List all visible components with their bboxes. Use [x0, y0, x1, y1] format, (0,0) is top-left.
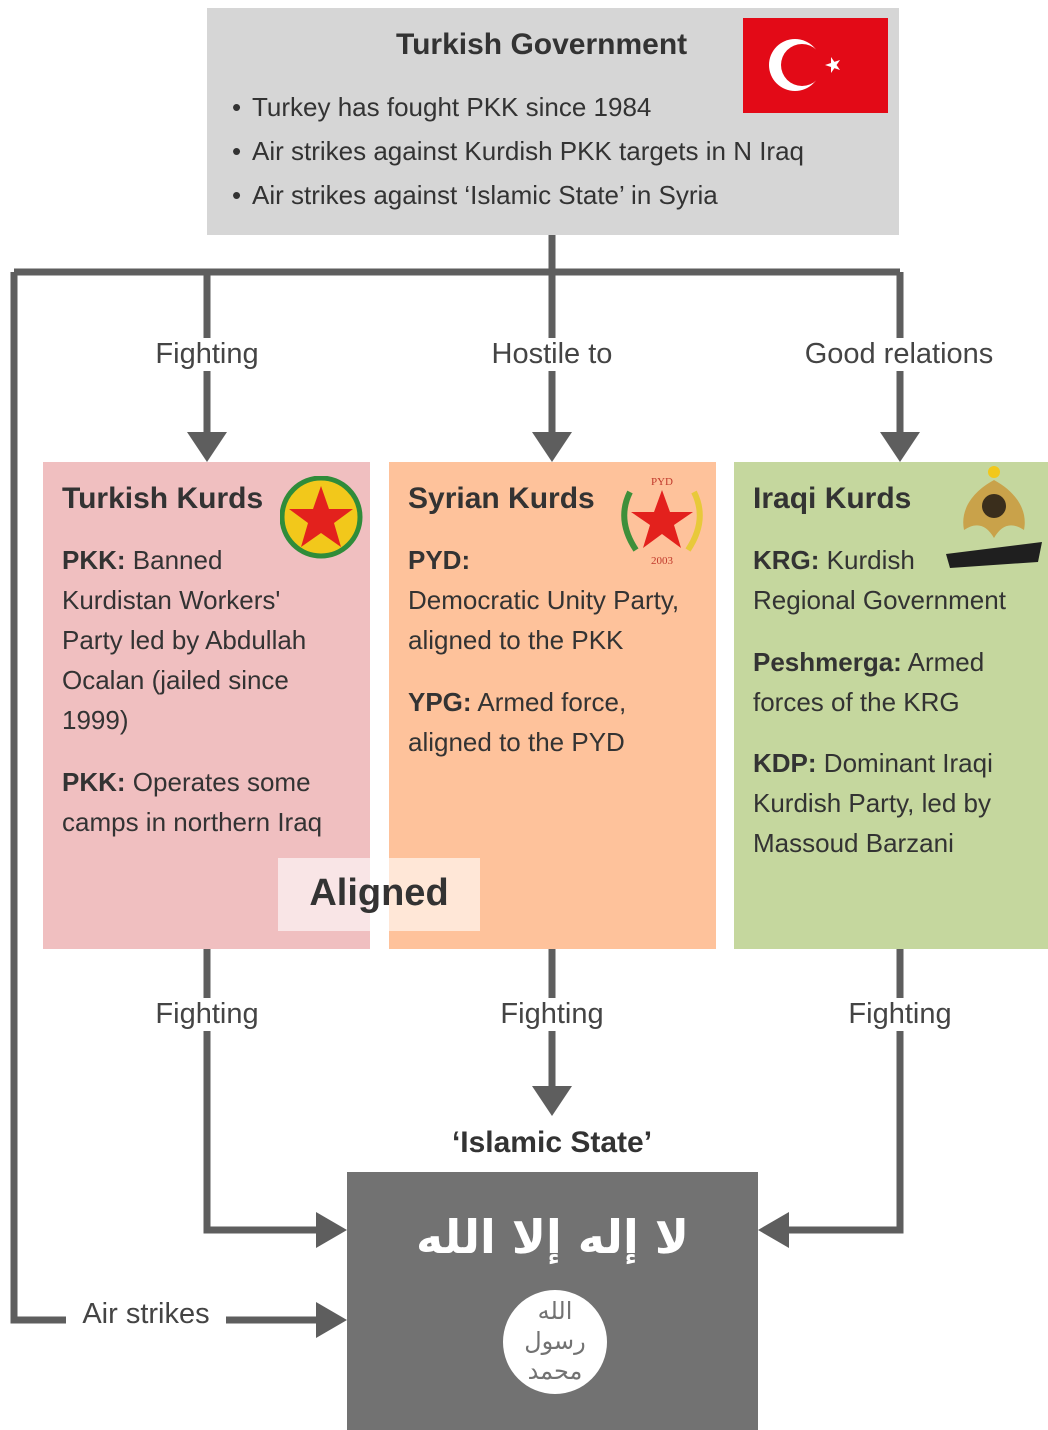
iraqi-kurds-title: Iraqi Kurds: [753, 482, 912, 515]
pyd-emblem-bottom-text: 2003: [651, 555, 674, 567]
iraqi-kurds-kdp-paragraph: KDP: Dominant Iraqi Kurdish Party, led b…: [753, 748, 993, 858]
arrowhead-airstrikes: [316, 1302, 347, 1338]
syrian-kurds-ypg-paragraph: YPG: Armed force, aligned to the PYD: [408, 687, 627, 757]
term-ypg: YPG:: [408, 687, 472, 717]
islamic-state-title: ‘Islamic State’: [451, 1126, 653, 1159]
pkk-star-icon: [279, 475, 364, 565]
term-peshmerga: Peshmerga:: [753, 647, 902, 677]
term-pkk-2: PKK:: [62, 767, 126, 797]
aligned-label: Aligned: [309, 872, 449, 914]
edge-label-fighting-turkish-is: Fighting: [140, 998, 274, 1031]
turkish-kurds-title: Turkish Kurds: [62, 482, 264, 515]
islamic-state-seal-icon: [503, 1290, 607, 1394]
turkish-kurds-pkk-paragraph: PKK: Banned Kurdistan Workers' Party led…: [62, 545, 307, 735]
islamic-state-shahada: لا إله إلا الله: [416, 1210, 689, 1264]
arrowhead-turkish-to-is: [316, 1212, 347, 1248]
gov-bullet-3: Air strikes against ‘Islamic State’ in S…: [232, 180, 718, 211]
pyd-emblem-top-text: PYD: [651, 476, 673, 488]
edge-label-hostile-syrian: Hostile to: [478, 338, 626, 371]
iraqi-to-is-line: [785, 949, 904, 1234]
edge-label-fighting-turkish: Fighting: [140, 338, 274, 371]
turkish-to-is-line: [203, 949, 320, 1234]
gov-bullet-2: Air strikes against Kurdish PKK targets …: [232, 136, 804, 167]
term-pkk: PKK:: [62, 545, 126, 575]
term-kdp: KDP:: [753, 748, 817, 778]
syrian-kurds-title: Syrian Kurds: [408, 482, 595, 515]
kdp-eagle-icon: [942, 462, 1046, 577]
iraqi-kurds-peshmerga-paragraph: Peshmerga: Armed forces of the KRG: [753, 647, 985, 717]
aligned-label-box: [278, 858, 480, 931]
edge-label-good-relations-iraqi: Good relations: [788, 338, 1010, 371]
iraqi-kurds-box: [734, 462, 1048, 949]
arrowhead-syrian: [532, 432, 572, 462]
turkey-flag-icon: [743, 18, 888, 113]
islamic-state-seal-text: الله رسول محمد: [524, 1297, 586, 1385]
syrian-kurds-pyd-paragraph: PYD: Democratic Unity Party, aligned to …: [408, 545, 680, 655]
turkish-kurds-camps-paragraph: PKK: Operates some camps in northern Ira…: [62, 767, 323, 837]
arrowhead-iraqi: [880, 432, 920, 462]
term-pyd: PYD:: [408, 545, 471, 575]
gov-bullet-1: Turkey has fought PKK since 1984: [232, 92, 651, 123]
arrowhead-turkish: [187, 432, 227, 462]
term-krg: KRG:: [753, 545, 820, 575]
arrowhead-iraqi-to-is: [758, 1212, 789, 1248]
iraqi-kurds-krg-paragraph: KRG: Kurdish Regional Government: [753, 545, 1006, 615]
edge-label-air-strikes: Air strikes: [66, 1298, 226, 1331]
edge-label-fighting-iraqi-is: Fighting: [833, 998, 967, 1031]
pyd-emblem-icon: PYD 2003: [612, 472, 712, 573]
edge-label-fighting-syrian-is: Fighting: [485, 998, 619, 1031]
arrowhead-syrian-to-is: [532, 1086, 572, 1116]
turkish-government-title: Turkish Government: [396, 28, 688, 61]
